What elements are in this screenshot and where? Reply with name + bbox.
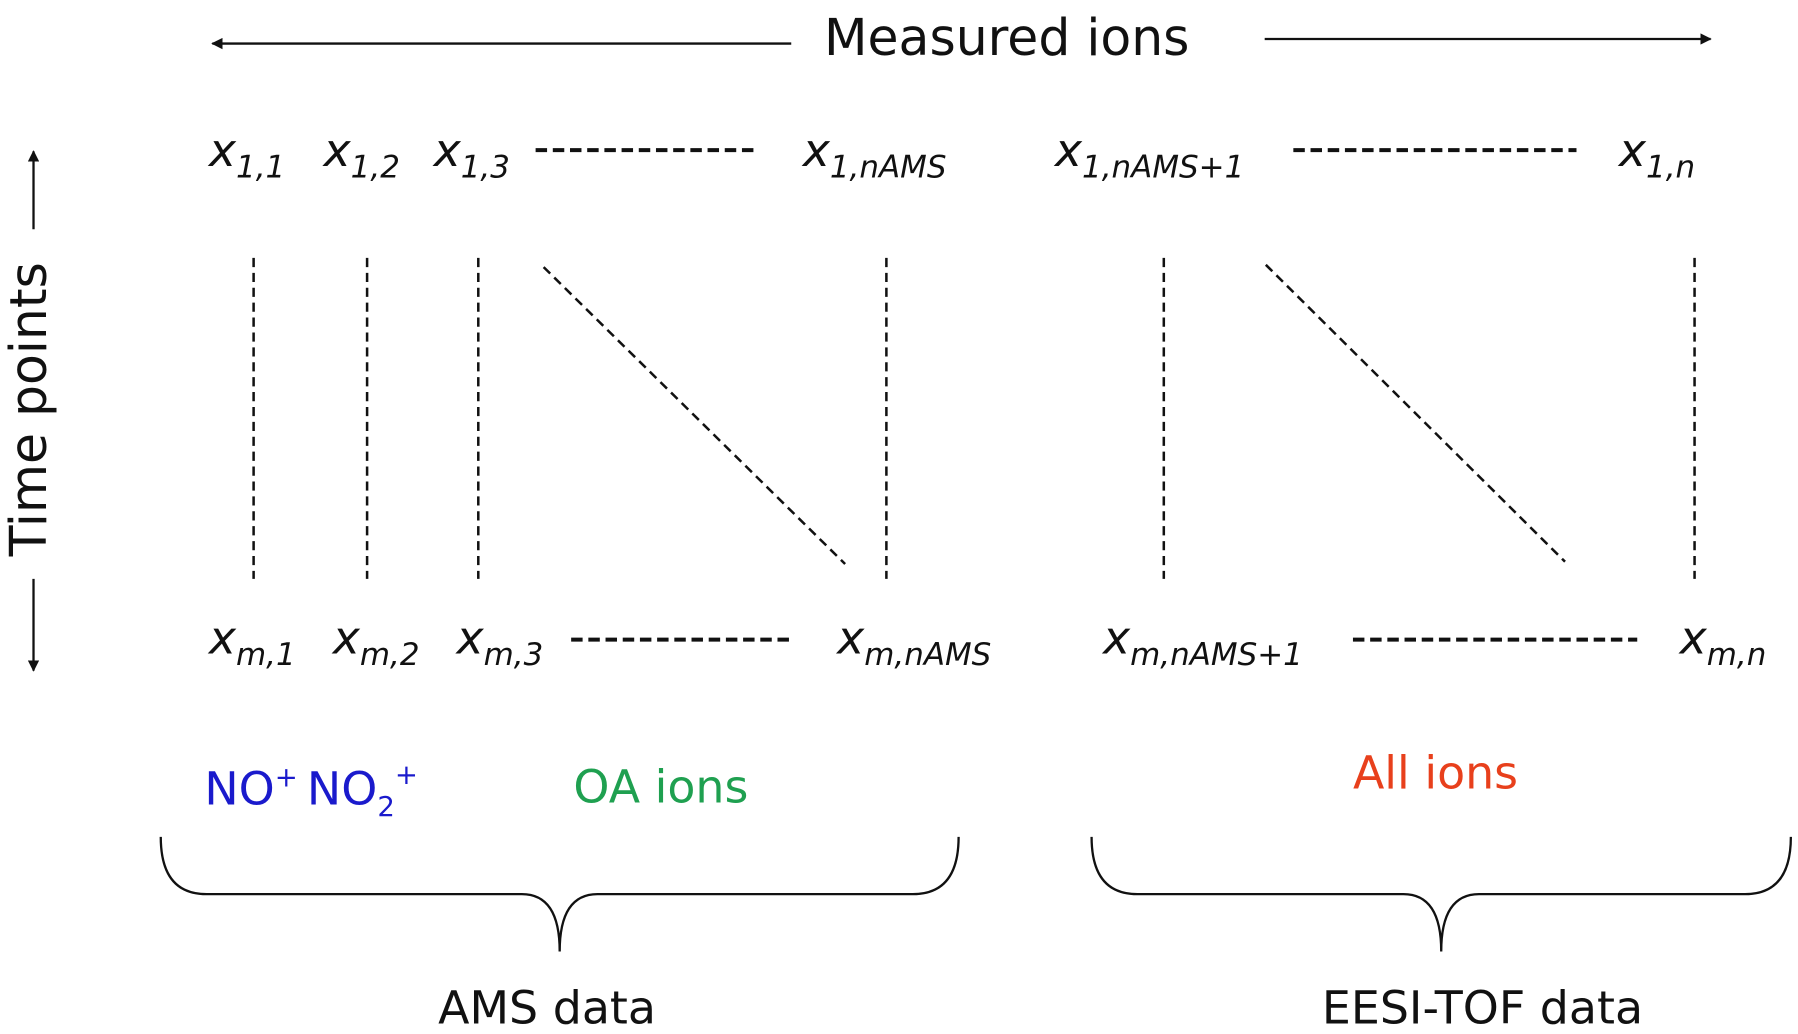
all-ions-label: All ions bbox=[1353, 746, 1518, 800]
matrix-element: x1,1 bbox=[207, 123, 285, 185]
column-dashes bbox=[252, 257, 1696, 579]
matrix-element: xm,nAMS bbox=[835, 610, 991, 672]
matrix-element: x1,nAMS+1 bbox=[1053, 123, 1244, 185]
matrix-element: xm,1 bbox=[207, 610, 296, 672]
eesi-tof-data-label: EESI-TOF data bbox=[1322, 981, 1643, 1034]
matrix-element: x1,2 bbox=[322, 123, 400, 185]
ams-data-label: AMS data bbox=[438, 981, 656, 1034]
matrix-element: x1,3 bbox=[432, 123, 510, 185]
diagonal-dash bbox=[542, 266, 847, 565]
diagonal-dash bbox=[1264, 263, 1566, 563]
bottom-row: xm,1 xm,2 xm,3 xm,nAMS xm,nAMS+1 xm,n bbox=[207, 610, 1766, 672]
matrix-element: xm,3 bbox=[455, 610, 544, 672]
diagram-title: Measured ions bbox=[824, 8, 1189, 67]
eesi-brace bbox=[1090, 836, 1792, 952]
matrix-element: xm,nAMS+1 bbox=[1101, 610, 1303, 672]
top-row: x1,1 x1,2 x1,3 x1,nAMS x1,nAMS+1 x1,n bbox=[207, 123, 1695, 185]
time-points-label: Time points bbox=[0, 262, 58, 557]
no-ions-label: NO+NO2+ bbox=[204, 759, 418, 823]
matrix-element: x1,n bbox=[1617, 123, 1695, 185]
oa-ions-label: OA ions bbox=[573, 759, 748, 813]
matrix-element: x1,nAMS bbox=[801, 123, 947, 185]
matrix-element: xm,2 bbox=[331, 610, 420, 672]
ams-brace bbox=[159, 836, 960, 952]
matrix-element: xm,n bbox=[1678, 610, 1767, 672]
